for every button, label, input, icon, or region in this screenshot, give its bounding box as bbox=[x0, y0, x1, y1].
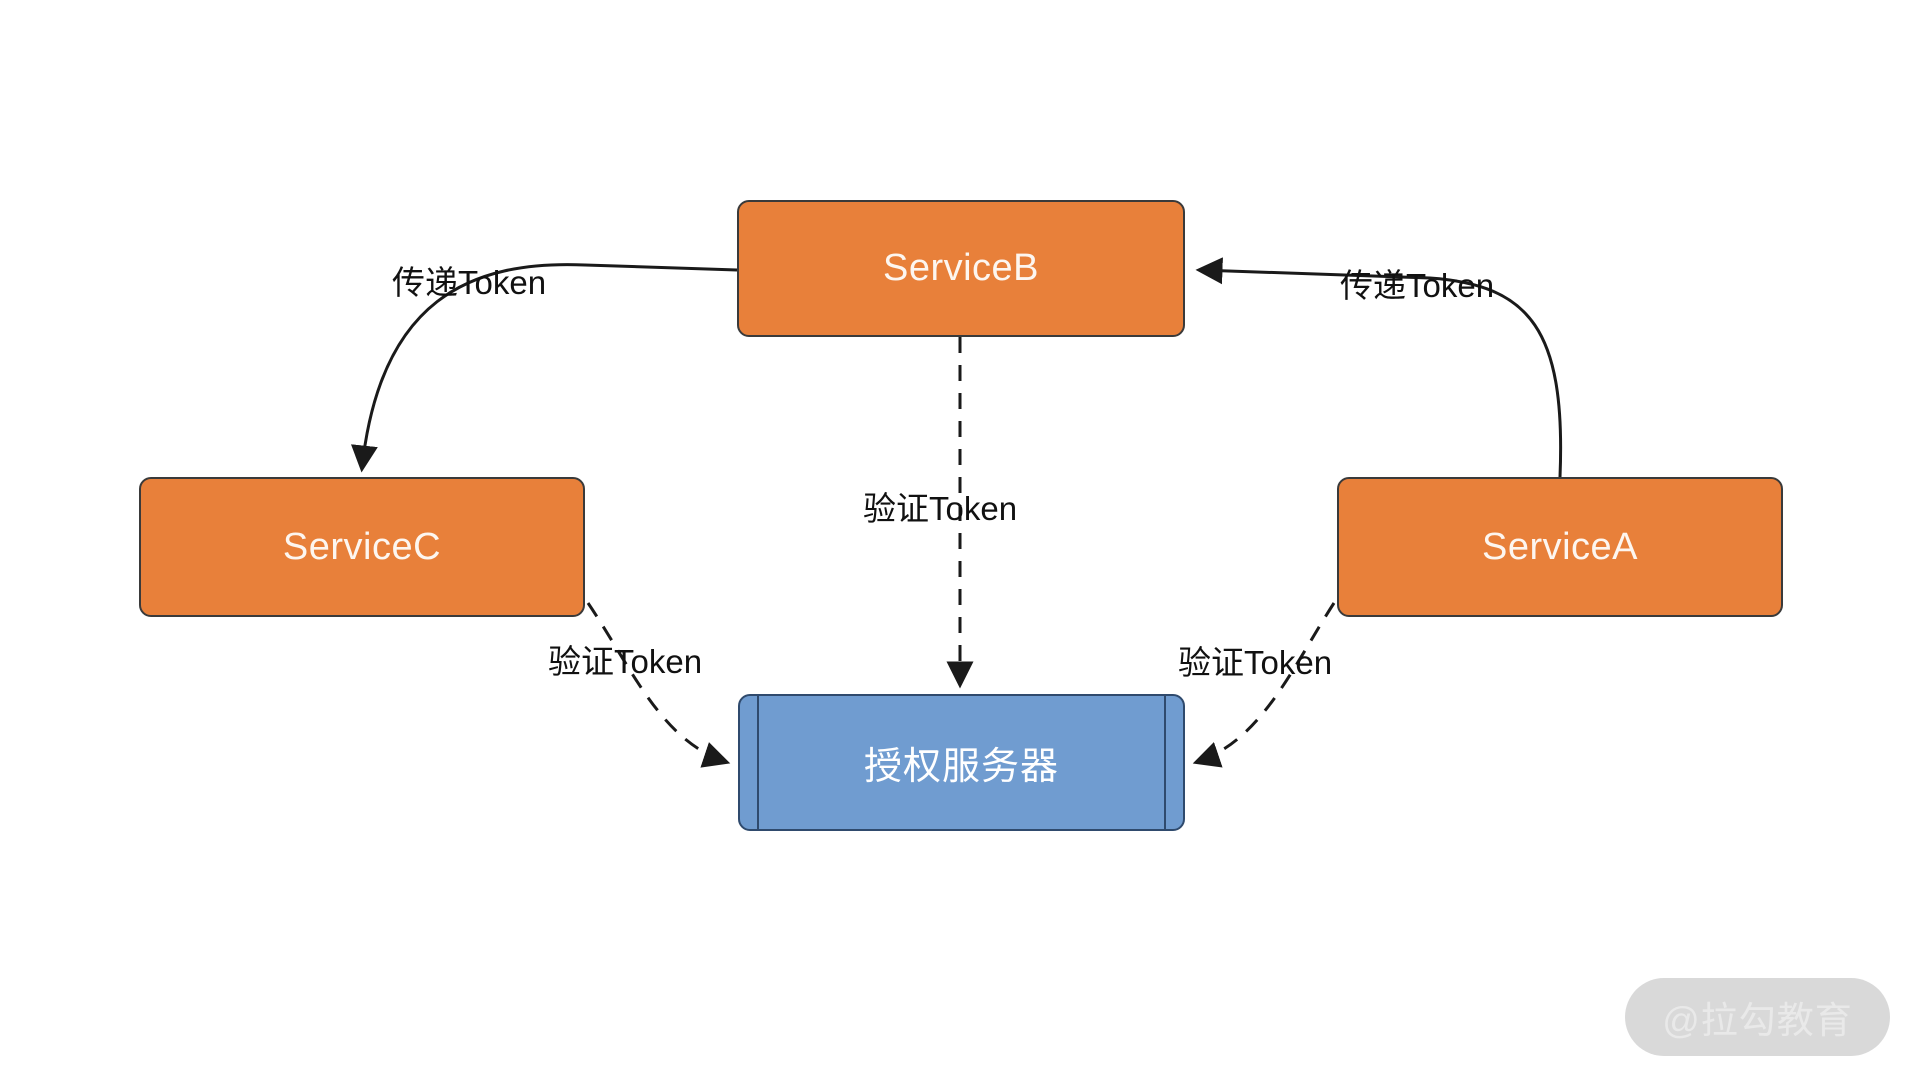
edge-label-a-to-b: 传递Token bbox=[1340, 267, 1495, 304]
edge-path-b-to-c bbox=[350, 263, 738, 473]
edge-path-a-to-auth bbox=[1192, 602, 1336, 768]
node-service-b[interactable]: ServiceB bbox=[737, 200, 1185, 337]
watermark-badge: @拉勾教育 bbox=[1625, 978, 1890, 1056]
process-left-bar bbox=[757, 694, 759, 831]
edge-label-a-to-auth: 验证Token bbox=[1178, 644, 1333, 681]
edge-path-c-to-auth bbox=[586, 602, 731, 768]
process-right-bar bbox=[1164, 694, 1166, 831]
node-auth-server-label: 授权服务器 bbox=[863, 746, 1059, 788]
edge-label-b-to-auth: 验证Token bbox=[863, 490, 1018, 527]
node-service-b-label: ServiceB bbox=[882, 247, 1040, 289]
watermark-text: @拉勾教育 bbox=[1662, 1000, 1853, 1041]
edge-label-c-to-auth: 验证Token bbox=[548, 643, 703, 680]
edge-label-b-to-c: 传递Token bbox=[392, 264, 547, 301]
node-service-a[interactable]: ServiceA bbox=[1337, 477, 1783, 617]
node-service-c[interactable]: ServiceC bbox=[139, 477, 585, 617]
node-auth-server[interactable]: 授权服务器 bbox=[738, 694, 1185, 831]
node-service-c-label: ServiceC bbox=[282, 525, 442, 568]
node-service-a-label: ServiceA bbox=[1481, 525, 1639, 568]
edge-path-a-to-b bbox=[1195, 257, 1563, 478]
